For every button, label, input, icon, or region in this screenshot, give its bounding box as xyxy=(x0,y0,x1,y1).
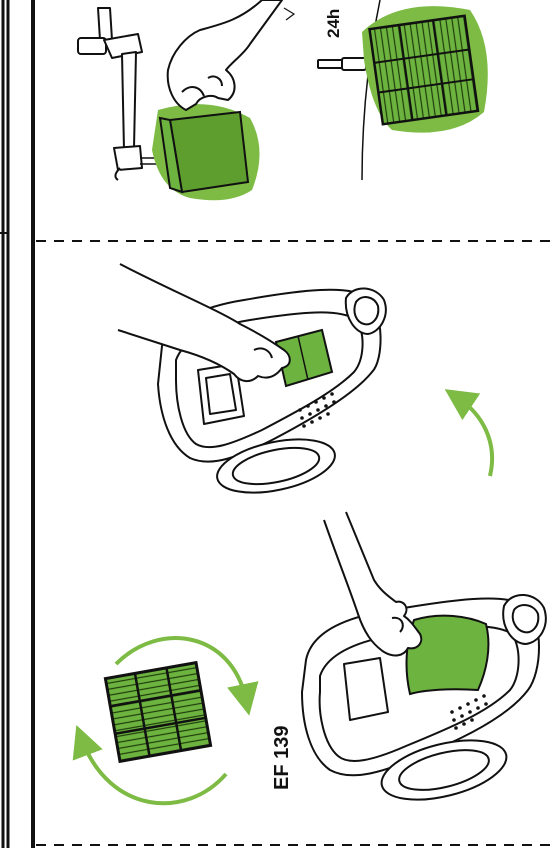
model-label: EF 139 xyxy=(271,726,293,790)
hand-illustration xyxy=(166,0,283,111)
faucet-illustration xyxy=(77,7,143,181)
new-filter-sheet xyxy=(405,614,490,696)
rotate-arrow-icon xyxy=(444,389,495,477)
hand-removing-filter xyxy=(117,263,291,382)
filter-small-square xyxy=(103,660,213,764)
filter-block-washing xyxy=(152,104,260,201)
rotate-cycle-icon xyxy=(72,636,259,806)
dry-time-label: 24h xyxy=(324,9,343,38)
filter-in-vacuum xyxy=(274,328,334,388)
hand-inserting-filter xyxy=(323,511,423,657)
filter-hanging xyxy=(362,6,488,133)
clip-icon xyxy=(317,57,367,71)
page-borders xyxy=(0,0,35,848)
vacuum-vent-grille xyxy=(298,392,336,428)
vacuum-vent-grille-2 xyxy=(450,694,488,730)
